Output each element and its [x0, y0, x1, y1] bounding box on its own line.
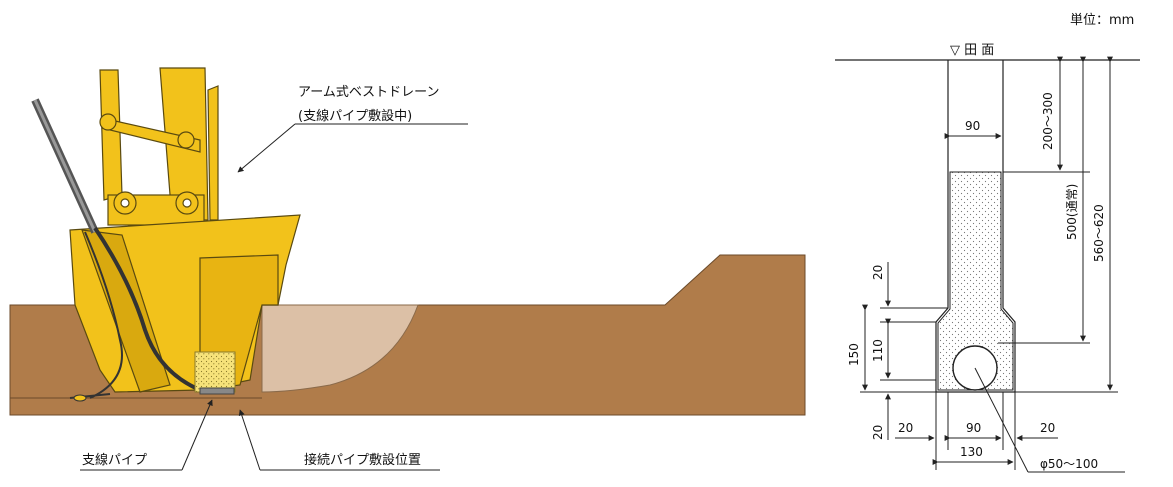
dim-trench-width-top: 90: [965, 119, 980, 133]
dim-bottom-90: 90: [966, 421, 981, 435]
trench-fill: [937, 171, 1014, 391]
dim-side-20-top: 20: [871, 265, 885, 280]
dim-height-110: 110: [871, 339, 885, 362]
connection-pipe-label: 接続パイプ敷設位置: [304, 452, 421, 468]
dim-bottom-20-inner: 20: [898, 421, 913, 435]
dim-height-150: 150: [847, 343, 861, 366]
dim-bottom-20-left: 20: [871, 425, 885, 440]
dim-bottom-130: 130: [960, 445, 983, 459]
drainage-machine: [69, 67, 301, 393]
unit-label: 単位：mm: [1070, 12, 1134, 28]
machine-label-line2: (支線パイプ敷設中): [298, 108, 412, 124]
dim-pipe-diameter: φ50～100: [1040, 457, 1098, 471]
dim-bottom-20-right: 20: [1040, 421, 1055, 435]
branch-pipe-label: 支線パイプ: [82, 452, 147, 468]
soil-excavation: [261, 304, 419, 393]
machine-label-line1: アーム式ベストドレーン: [298, 85, 439, 100]
filler-material: [194, 351, 236, 393]
dim-depth-top: 200～300: [1041, 92, 1055, 150]
dim-depth-total: 560～620: [1092, 204, 1106, 262]
dim-depth-normal: 500(通常): [1065, 184, 1079, 240]
ground-label: ▽ 田 面: [950, 43, 994, 58]
trench-outline: [935, 60, 1016, 393]
branch-pipe: [93, 226, 206, 394]
